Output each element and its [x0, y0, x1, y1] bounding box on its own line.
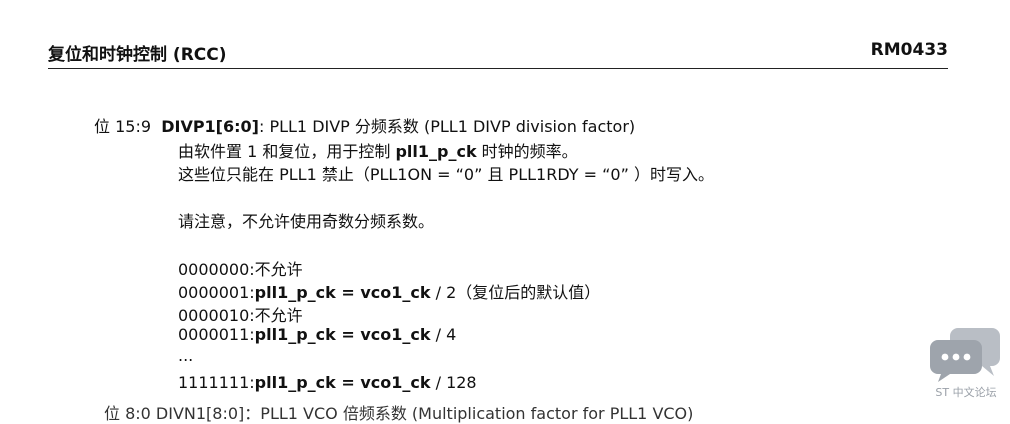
body-line-1: 由软件置 1 和复位，用于控制 pll1_p_ck 时钟的频率。 — [178, 138, 578, 162]
document-id: RM0433 — [870, 40, 948, 60]
value-code: 0000010: — [178, 306, 255, 325]
value-formula: pll1_p_ck = vco1_ck — [254, 283, 431, 302]
watermark-text: ST 中文论坛 — [935, 386, 997, 399]
value-text: 不允许 — [254, 306, 303, 325]
value-row: 0000000:不允许 — [178, 256, 303, 280]
value-row: 1111111:pll1_p_ck = vco1_ck / 128 — [178, 373, 477, 392]
field-separator: : — [258, 117, 265, 136]
chat-bubbles-icon — [930, 328, 1000, 382]
value-text: / 4 — [430, 325, 457, 344]
page-header: 复位和时钟控制 (RCC) RM0433 — [48, 40, 948, 69]
value-row: 0000010:不允许 — [178, 302, 303, 326]
section-title: 复位和时钟控制 (RCC) — [48, 45, 227, 65]
value-code: 0000001: — [178, 283, 255, 302]
body-line-2: 这些位只能在 PLL1 禁止（PLL1ON = “0” 且 PLL1RDY = … — [178, 165, 714, 184]
value-code: 0000000: — [178, 260, 255, 279]
value-text: / 2（复位后的默认值） — [430, 283, 601, 302]
body-note: 请注意，不允许使用奇数分频系数。 — [178, 212, 435, 231]
value-code: 0000011: — [178, 325, 255, 344]
value-ellipsis: ... — [178, 346, 194, 365]
value-row: 0000001:pll1_p_ck = vco1_ck / 2（复位后的默认值） — [178, 279, 600, 303]
value-formula: pll1_p_ck = vco1_ck — [254, 325, 431, 344]
body-line-1-signal: pll1_p_ck — [395, 142, 477, 161]
field-description: PLL1 DIVP 分频系数 (PLL1 DIVP division facto… — [269, 117, 636, 136]
value-text: 不允许 — [254, 260, 303, 279]
field-bits: 位 15:9 — [94, 117, 152, 136]
field-name: DIVP1[6:0] — [161, 117, 259, 136]
field-title: 位 15:9 DIVP1[6:0]: PLL1 DIVP 分频系数 (PLL1 … — [94, 113, 635, 137]
body-line-1-post: 时钟的频率。 — [476, 142, 578, 161]
cutoff-line: 位 8:0 DIVN1[8:0]：PLL1 VCO 倍频系数 (Multipli… — [104, 404, 694, 423]
value-row: 0000011:pll1_p_ck = vco1_ck / 4 — [178, 325, 456, 344]
value-formula: pll1_p_ck = vco1_ck — [254, 373, 431, 392]
value-code: 1111111: — [178, 373, 255, 392]
forum-watermark: ST 中文论坛 — [930, 326, 1002, 402]
body-line-1-pre: 由软件置 1 和复位，用于控制 — [178, 142, 396, 161]
value-text: / 128 — [430, 373, 477, 392]
